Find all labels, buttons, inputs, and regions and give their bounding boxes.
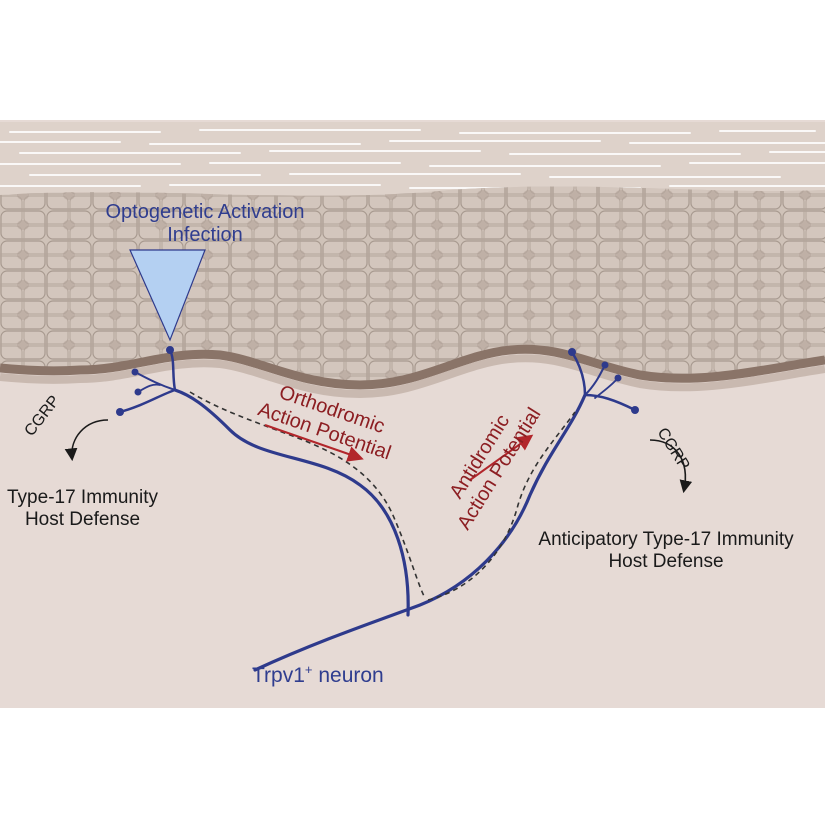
neuron-label: Trpv1+ neuron [252,662,384,688]
action-potential-paths [189,391,576,601]
neuron-suffix: neuron [312,664,384,687]
nerve-endings [116,346,639,416]
neuron-superscript: + [304,662,313,677]
left-outcome-label: Type-17 Immunity Host Defense [0,487,165,531]
bottom-margin [0,708,825,825]
neuron-name: Trpv1 [252,664,305,687]
antidromic-arrow [469,434,534,481]
light-cone-icon [129,249,206,342]
right-outcome-line-1: Anticipatory Type-17 Immunity [538,529,794,550]
right-outcome-label: Anticipatory Type-17 Immunity Host Defen… [508,529,824,573]
stratum-corneum-layers [0,129,825,189]
basement-membrane [0,344,825,390]
trpv1-neuron [118,348,637,672]
basement-membrane-lower [0,354,825,399]
keratinocytes [0,186,825,385]
cgrp-right-arrow [649,439,693,494]
stimulus-label: Optogenetic Activation Infection [98,201,312,247]
left-outcome-line-1: Type-17 Immunity [7,487,158,508]
right-outcome-line-2: Host Defense [608,550,724,572]
orthodromic-arrow [264,424,364,462]
cgrp-left-arrow [64,419,109,462]
neuron-left-axon [173,388,410,617]
stimulus-line-1: Optogenetic Activation [105,201,305,223]
stimulus-line-2: Infection [167,224,243,246]
left-outcome-line-2: Host Defense [24,508,141,530]
neuron-right-axon [253,393,587,672]
